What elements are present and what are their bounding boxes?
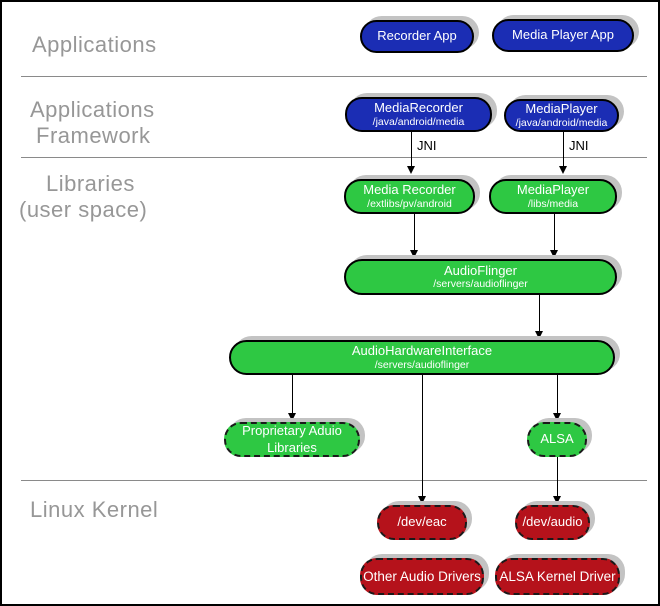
node-mediaplayer-lib: MediaPlayer /libs/media	[489, 179, 617, 214]
arrowhead-playerlib-audioflinger	[550, 250, 558, 258]
arrowhead-alsa-devaudio	[553, 496, 561, 504]
arrow-line-alsa-devaudio	[557, 457, 558, 496]
node-alsa-kernel-driver: ALSA Kernel Driver	[495, 558, 620, 595]
layer-label-applications-framework-line2: Framework	[36, 123, 151, 148]
node-mediarecorder-framework: MediaRecorder /java/android/media	[345, 97, 492, 132]
node-mediaplayer-framework: MediaPlayer /java/android/media	[504, 99, 619, 132]
node-other-audio-drivers: Other Audio Drivers	[360, 558, 484, 595]
arrowhead-jni-player	[559, 166, 567, 174]
node-audiohardwareinterface: AudioHardwareInterface /servers/audiofli…	[229, 340, 615, 375]
node-path: /servers/audioflinger	[433, 278, 528, 291]
arrowhead-ahi-deveac	[418, 496, 426, 504]
node-dev-audio: /dev/audio	[515, 505, 590, 540]
layer-label-applications: Applications	[32, 32, 157, 57]
layer-label-applications-framework-line1: Applications	[30, 97, 155, 122]
node-label: ALSA	[540, 431, 574, 447]
jni-label-recorder: JNI	[417, 138, 437, 153]
node-label: Media Recorder	[363, 182, 456, 197]
arrow-line-playerlib-audioflinger	[554, 214, 555, 250]
layer-label-linux-kernel: Linux Kernel	[30, 497, 159, 522]
arrow-line-jni-player	[563, 132, 564, 166]
jni-label-player: JNI	[569, 138, 589, 153]
node-label: Recorder App	[377, 28, 457, 44]
node-path: /extlibs/pv/android	[367, 197, 452, 210]
layer-label-libraries-line2: (user space)	[19, 197, 148, 222]
node-label: /dev/audio	[522, 514, 583, 530]
node-proprietary-audio-libraries: Proprietary Aduio Libraries	[224, 422, 360, 457]
node-path: /servers/audioflinger	[374, 358, 470, 371]
arrowhead-ahi-proprietary	[288, 413, 296, 421]
node-audioflinger: AudioFlinger /servers/audioflinger	[344, 259, 617, 295]
divider-framework	[21, 157, 647, 158]
node-dev-eac: /dev/eac	[377, 505, 467, 540]
divider-applications	[21, 76, 647, 77]
arrowhead-audioflinger-ahi	[535, 331, 543, 339]
arrowhead-jni-recorder	[407, 166, 415, 174]
node-media-player-app: Media Player App	[492, 19, 634, 52]
node-label: Media Player App	[512, 27, 614, 43]
arrow-line-jni-recorder	[411, 132, 412, 166]
arrow-line-ahi-deveac	[422, 375, 423, 496]
arrow-line-audioflinger-ahi	[539, 295, 540, 331]
node-label: MediaPlayer	[516, 182, 590, 197]
arrowhead-ahi-alsa	[553, 413, 561, 421]
node-label: Other Audio Drivers	[363, 568, 481, 584]
node-label: Proprietary Aduio Libraries	[242, 423, 342, 455]
divider-kernel	[21, 480, 647, 481]
arrowhead-recorderlib-audioflinger	[410, 250, 418, 258]
node-label: MediaRecorder	[374, 100, 463, 115]
node-media-recorder-lib: Media Recorder /extlibs/pv/android	[344, 179, 475, 214]
node-path: /java/android/media	[372, 115, 465, 128]
node-label: AudioHardwareInterface	[351, 343, 493, 358]
node-path: /libs/media	[527, 197, 579, 210]
node-recorder-app: Recorder App	[360, 20, 474, 53]
node-label: ALSA Kernel Driver	[499, 568, 616, 584]
layer-label-libraries-line1: Libraries	[46, 171, 135, 196]
node-label: /dev/eac	[397, 514, 447, 530]
node-label: MediaPlayer	[525, 101, 598, 116]
arrow-line-recorderlib-audioflinger	[414, 214, 415, 250]
node-path: /java/android/media	[515, 116, 608, 129]
node-alsa: ALSA	[527, 422, 587, 457]
arrow-line-ahi-alsa	[557, 375, 558, 413]
node-label: AudioFlinger	[444, 262, 517, 278]
arrow-line-ahi-proprietary	[292, 375, 293, 413]
